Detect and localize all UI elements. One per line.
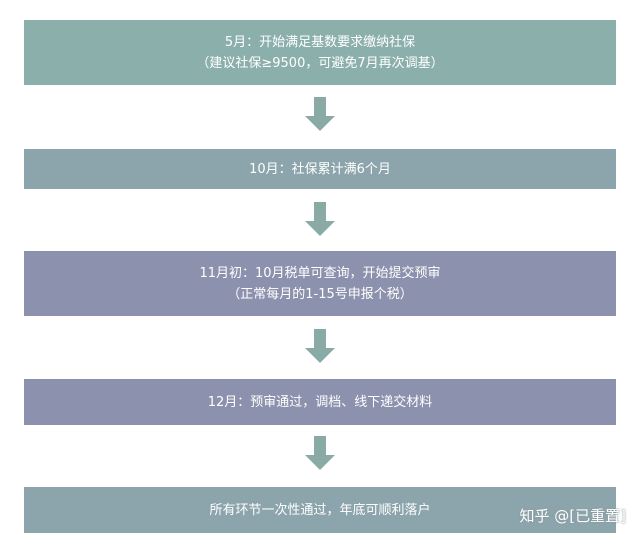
step-final-line-1: 所有环节一次性通过，年底可顺利落户: [209, 502, 431, 518]
step-october-line-1: 10月：社保累计满6个月: [249, 161, 391, 177]
watermark: 知乎 @[已重置]: [519, 507, 626, 525]
down-arrow-icon: [305, 202, 335, 236]
step-december-line-1: 12月：预审通过，调档、线下递交材料: [207, 394, 433, 410]
step-may-line-2: （建议社保≥9500，可避免7月再次调基）: [196, 55, 444, 71]
step-final: 所有环节一次性通过，年底可顺利落户: [24, 487, 616, 533]
step-november: 11月初：10月税单可查询，开始提交预审 （正常每月的1-15号申报个税）: [24, 251, 616, 316]
step-may-line-1: 5月：开始满足基数要求缴纳社保: [224, 34, 416, 50]
down-arrow-icon: [305, 97, 335, 131]
step-november-line-2: （正常每月的1-15号申报个税）: [227, 286, 413, 302]
step-december: 12月：预审通过，调档、线下递交材料: [24, 379, 616, 425]
step-october: 10月：社保累计满6个月: [24, 149, 616, 189]
step-november-line-1: 11月初：10月税单可查询，开始提交预审: [199, 265, 441, 281]
down-arrow-icon: [305, 436, 335, 470]
step-may: 5月：开始满足基数要求缴纳社保 （建议社保≥9500，可避免7月再次调基）: [24, 20, 616, 85]
down-arrow-icon: [305, 329, 335, 363]
